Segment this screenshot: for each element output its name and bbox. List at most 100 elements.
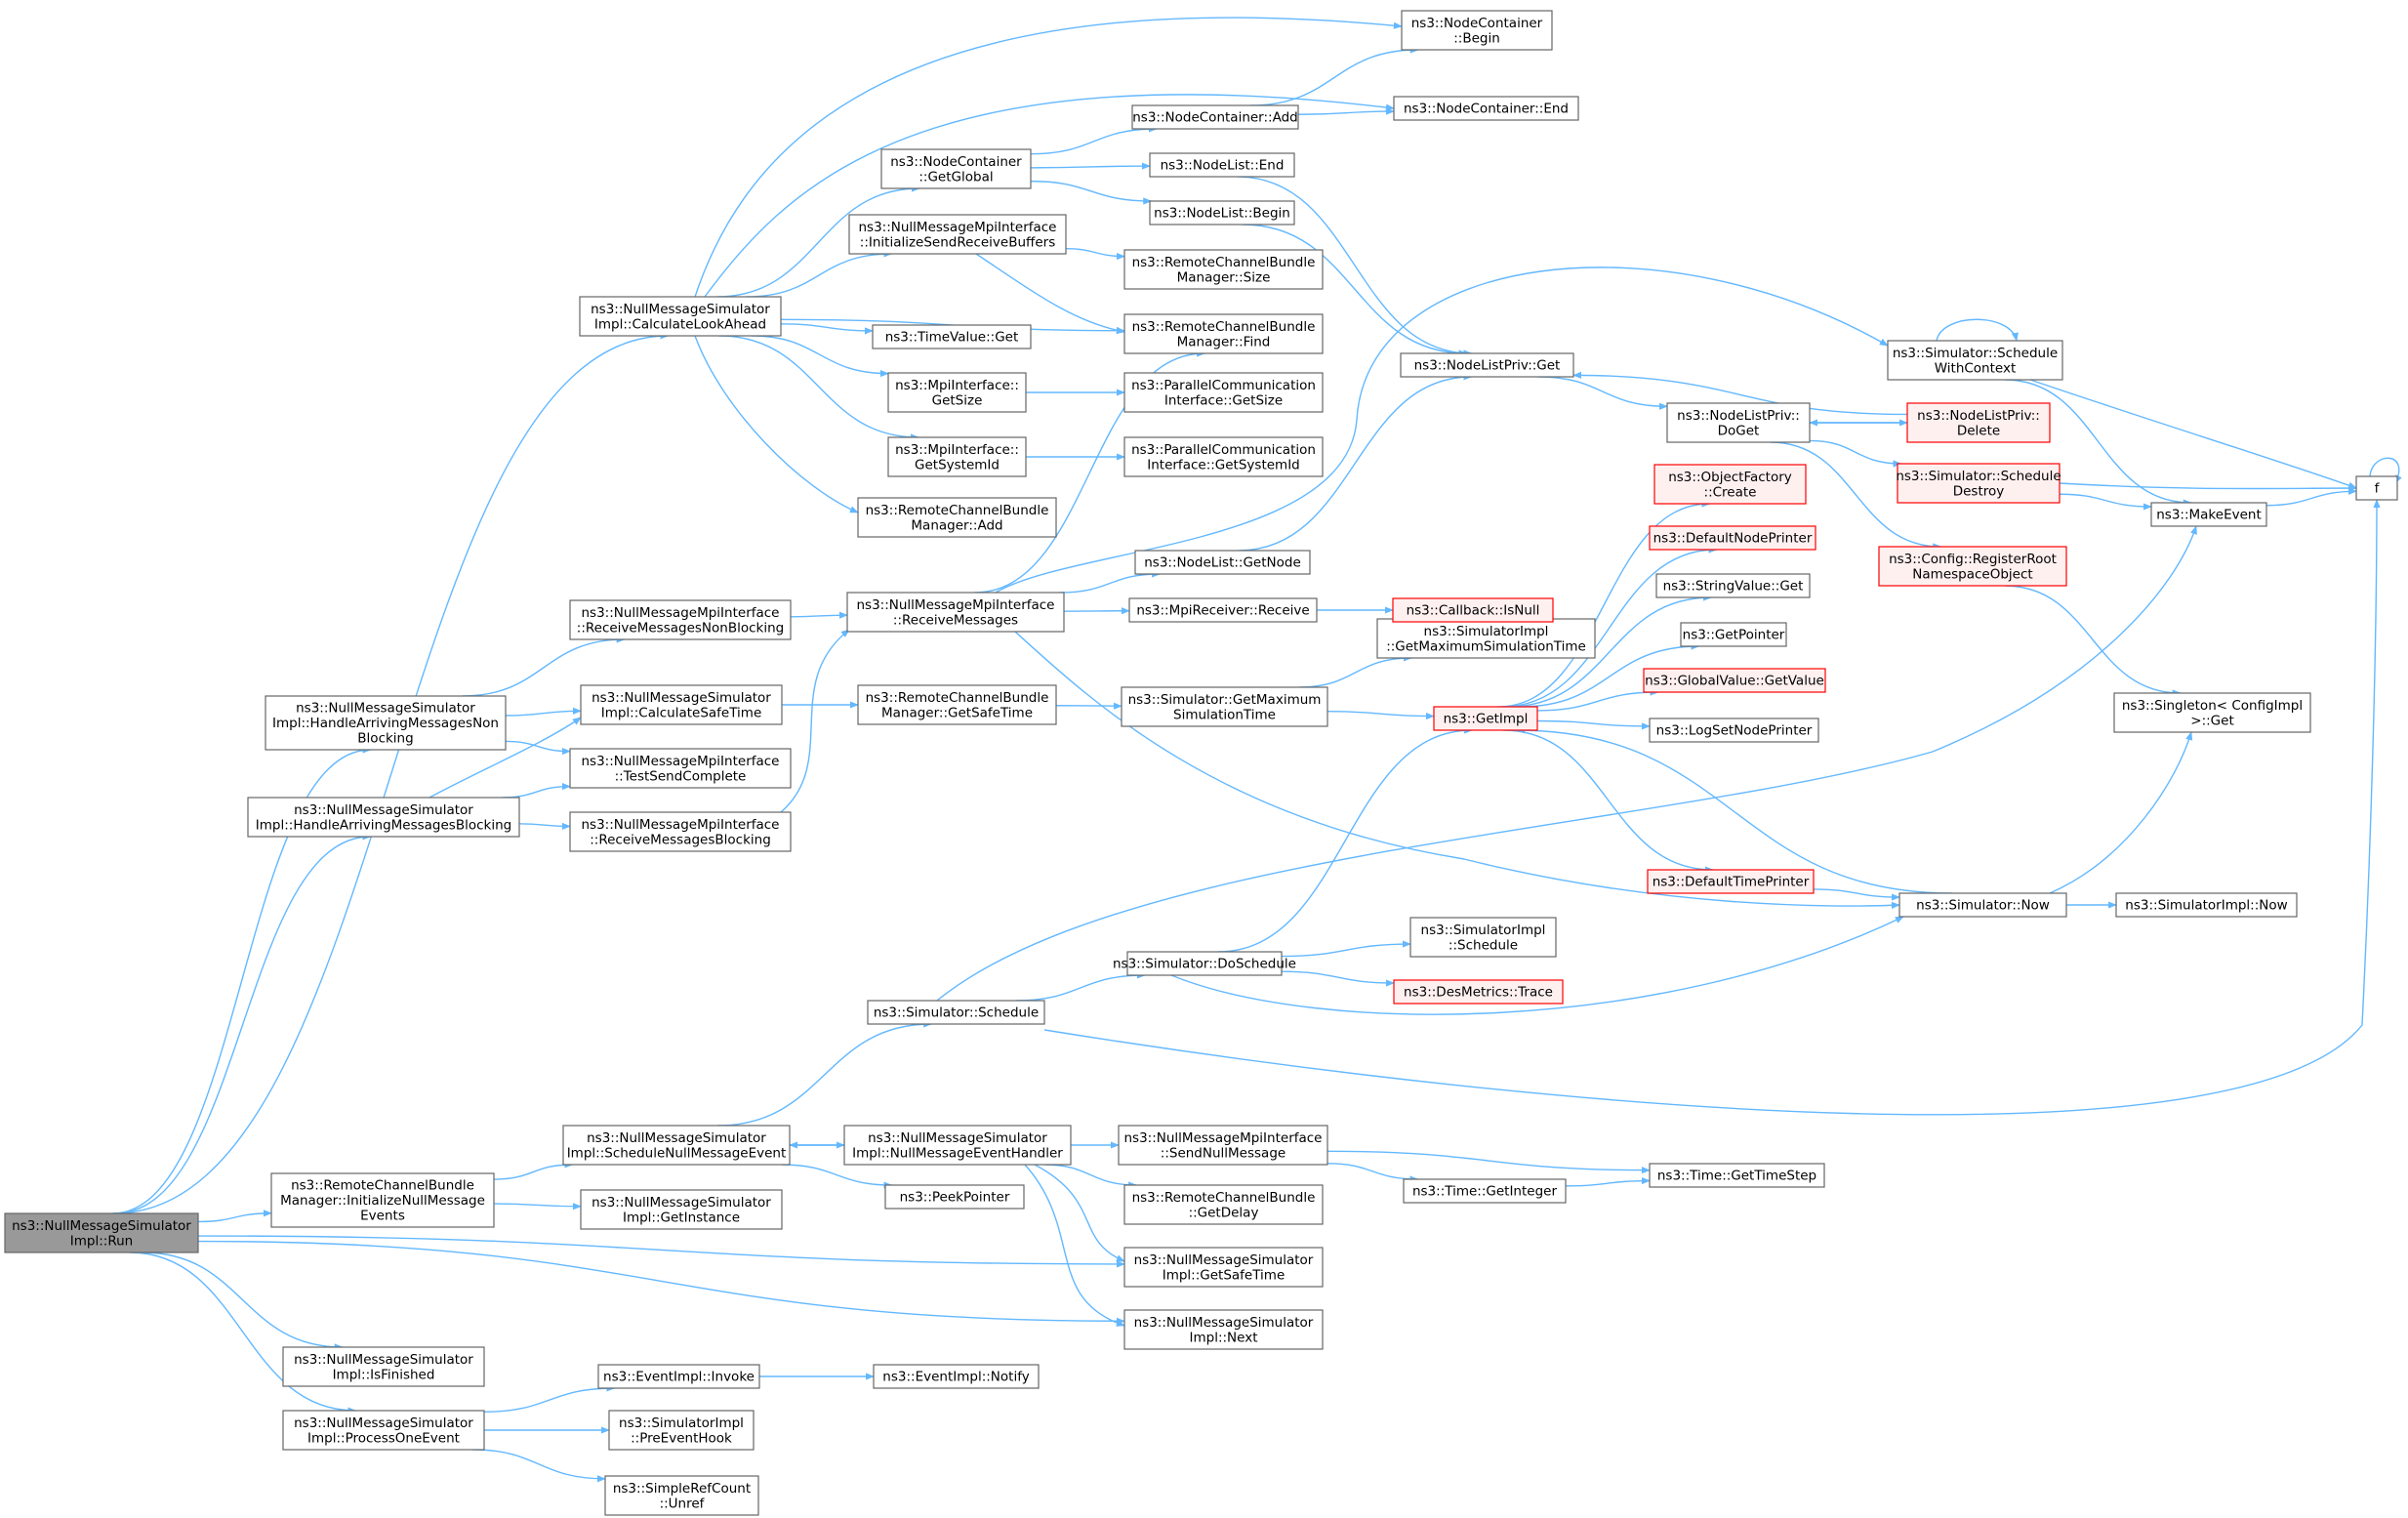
node-src-unref[interactable]: ns3::SimpleRefCount::Unref bbox=[604, 1475, 759, 1516]
node-nlp-get[interactable]: ns3::NodeListPriv::Get bbox=[1400, 352, 1574, 378]
node-getimpl[interactable]: ns3::GetImpl bbox=[1433, 706, 1538, 731]
node-label-line: ns3::NullMessageSimulator bbox=[1134, 1315, 1314, 1331]
node-label-line: Impl::ProcessOneEvent bbox=[307, 1430, 460, 1446]
node-dtp[interactable]: ns3::DefaultTimePrinter bbox=[1647, 869, 1815, 894]
node-calc-la[interactable]: ns3::NullMessageSimulatorImpl::Calculate… bbox=[579, 296, 782, 337]
node-ei-notify[interactable]: ns3::EventImpl::Notify bbox=[873, 1364, 1040, 1389]
node-sim-gmst[interactable]: ns3::Simulator::GetMaximumSimulationTime bbox=[1121, 686, 1328, 727]
edge-calc_la-to-timevalue_get bbox=[780, 323, 874, 335]
node-label-line: ns3::MpiInterface:: bbox=[895, 378, 1019, 393]
node-box bbox=[1393, 96, 1579, 121]
node-desm-trace[interactable]: ns3::DesMetrics::Trace bbox=[1393, 979, 1564, 1005]
node-simimpl-gmst[interactable]: ns3::SimulatorImpl::GetMaximumSimulation… bbox=[1376, 618, 1596, 659]
node-lsnp[interactable]: ns3::LogSetNodePrinter bbox=[1649, 718, 1819, 743]
node-timevalue-get[interactable]: ns3::TimeValue::Get bbox=[872, 324, 1032, 349]
node-label-line: ns3::NullMessageSimulator bbox=[868, 1130, 1047, 1146]
node-box bbox=[1655, 573, 1811, 598]
edge-nmpi_isrb-to-rcbm_size bbox=[1065, 247, 1125, 261]
node-getpointer[interactable]: ns3::GetPointer bbox=[1680, 622, 1787, 647]
node-mpi-getsysid[interactable]: ns3::MpiInterface::GetSystemId bbox=[887, 436, 1027, 477]
node-nl-end[interactable]: ns3::NodeList::End bbox=[1149, 152, 1295, 178]
node-mpir-receive[interactable]: ns3::MpiReceiver::Receive bbox=[1128, 597, 1318, 623]
node-label-line: f bbox=[2375, 481, 2381, 497]
node-label-line: Impl::GetInstance bbox=[623, 1210, 740, 1225]
node-rcb-getdelay[interactable]: ns3::RemoteChannelBundle::GetDelay bbox=[1123, 1184, 1324, 1225]
node-label-line: ::InitializeSendReceiveBuffers bbox=[860, 234, 1055, 250]
node-label-line: ::GetDelay bbox=[1189, 1205, 1259, 1220]
edge-sim_sd-to-makeevent bbox=[2059, 493, 2152, 511]
node-time-gts[interactable]: ns3::Time::GetTimeStep bbox=[1649, 1163, 1825, 1188]
node-geti[interactable]: ns3::NullMessageSimulatorImpl::GetInstan… bbox=[580, 1189, 783, 1230]
node-nmpi-isrb[interactable]: ns3::NullMessageMpiInterface::Initialize… bbox=[848, 214, 1067, 255]
node-box bbox=[1118, 1125, 1328, 1166]
node-nc-end[interactable]: ns3::NodeContainer::End bbox=[1393, 96, 1579, 121]
node-time-gi[interactable]: ns3::Time::GetInteger bbox=[1403, 1178, 1567, 1204]
node-label-line: ns3::MpiInterface:: bbox=[895, 442, 1019, 458]
node-cb-isnull[interactable]: ns3::Callback::IsNull bbox=[1392, 597, 1554, 623]
node-nl-getnode[interactable]: ns3::NodeList::GetNode bbox=[1134, 550, 1311, 575]
node-dnp[interactable]: ns3::DefaultNodePrinter bbox=[1649, 525, 1816, 551]
node-makeevent[interactable]: ns3::MakeEvent bbox=[2150, 502, 2267, 527]
node-sim-schedule[interactable]: ns3::Simulator::Schedule bbox=[867, 1000, 1045, 1025]
node-nc-getglobal[interactable]: ns3::NodeContainer::GetGlobal bbox=[880, 148, 1032, 189]
node-box bbox=[1128, 597, 1318, 623]
node-pci-getsize[interactable]: ns3::ParallelCommunicationInterface::Get… bbox=[1123, 372, 1324, 413]
node-nms-getsafetime[interactable]: ns3::NullMessageSimulatorImpl::GetSafeTi… bbox=[1123, 1247, 1324, 1288]
edge-run-to-nms_next bbox=[197, 1240, 1125, 1325]
node-label-line: ns3::NodeContainer::Add bbox=[1132, 110, 1297, 126]
node-nlp-delete[interactable]: ns3::NodeListPriv::Delete bbox=[1906, 402, 2051, 443]
node-nmpi-rmnb[interactable]: ns3::NullMessageMpiInterface::ReceiveMes… bbox=[569, 599, 792, 640]
node-simimpl-peh[interactable]: ns3::SimulatorImpl::PreEventHook bbox=[608, 1410, 755, 1451]
node-nlp-doget[interactable]: ns3::NodeListPriv::DoGet bbox=[1666, 402, 1811, 443]
node-sim-now[interactable]: ns3::Simulator::Now bbox=[1898, 892, 2067, 918]
node-isfinished[interactable]: ns3::NullMessageSimulatorImpl::IsFinishe… bbox=[282, 1346, 485, 1387]
node-rcbm-inme[interactable]: ns3::RemoteChannelBundleManager::Initial… bbox=[270, 1172, 495, 1228]
node-snme[interactable]: ns3::NullMessageSimulatorImpl::ScheduleN… bbox=[562, 1125, 791, 1166]
node-f[interactable]: f bbox=[2355, 475, 2398, 501]
node-label-line: Delete bbox=[1957, 423, 2000, 438]
node-nmpi-rm[interactable]: ns3::NullMessageMpiInterface::ReceiveMes… bbox=[846, 592, 1065, 633]
node-label-line: ns3::NullMessageSimulator bbox=[592, 1195, 771, 1210]
node-simimpl-schedule[interactable]: ns3::SimulatorImpl::Schedule bbox=[1409, 917, 1557, 958]
node-box bbox=[282, 1410, 485, 1451]
node-calc-st[interactable]: ns3::NullMessageSimulatorImpl::Calculate… bbox=[580, 684, 783, 725]
node-rcbm-gst[interactable]: ns3::RemoteChannelBundleManager::GetSafe… bbox=[857, 684, 1057, 725]
node-nl-begin[interactable]: ns3::NodeList::Begin bbox=[1149, 200, 1295, 226]
node-of-create[interactable]: ns3::ObjectFactory::Create bbox=[1653, 464, 1807, 505]
node-label-line: ns3::NodeList::Begin bbox=[1154, 206, 1290, 222]
node-poe[interactable]: ns3::NullMessageSimulatorImpl::ProcessOn… bbox=[282, 1410, 485, 1451]
node-box bbox=[604, 1475, 759, 1516]
node-singleton-get[interactable]: ns3::Singleton< ConfigImpl >::Get bbox=[2113, 692, 2311, 733]
node-nmpi-rmb[interactable]: ns3::NullMessageMpiInterface::ReceiveMes… bbox=[569, 811, 792, 852]
node-pci-getsysid[interactable]: ns3::ParallelCommunicationInterface::Get… bbox=[1123, 436, 1324, 477]
node-nc-begin[interactable]: ns3::NodeContainer::Begin bbox=[1401, 10, 1553, 51]
node-sv-get[interactable]: ns3::StringValue::Get bbox=[1655, 573, 1811, 598]
node-ei-invoke[interactable]: ns3::EventImpl::Invoke bbox=[597, 1364, 760, 1389]
node-hamnb[interactable]: ns3::NullMessageSimulatorImpl::HandleArr… bbox=[265, 695, 507, 751]
node-label-line: ns3::SimpleRefCount bbox=[613, 1481, 751, 1497]
node-mpi-getsize[interactable]: ns3::MpiInterface::GetSize bbox=[887, 372, 1027, 413]
node-nc-add[interactable]: ns3::NodeContainer::Add bbox=[1131, 104, 1299, 130]
node-peekpointer[interactable]: ns3::PeekPointer bbox=[884, 1184, 1025, 1210]
node-sim-doschedule[interactable]: ns3::Simulator::DoSchedule bbox=[1113, 951, 1296, 976]
node-nmeh[interactable]: ns3::NullMessageSimulatorImpl::NullMessa… bbox=[843, 1125, 1072, 1166]
node-simimpl-now[interactable]: ns3::SimulatorImpl::Now bbox=[2115, 892, 2298, 918]
node-nmpi-snm[interactable]: ns3::NullMessageMpiInterface::SendNullMe… bbox=[1118, 1125, 1328, 1166]
node-box bbox=[846, 592, 1065, 633]
node-nmpi-tsc[interactable]: ns3::NullMessageMpiInterface::TestSendCo… bbox=[569, 748, 792, 789]
node-label-line: ::GetMaximumSimulationTime bbox=[1386, 638, 1586, 654]
edge-getimpl-to-of_create bbox=[1497, 500, 1711, 708]
node-hamb[interactable]: ns3::NullMessageSimulatorImpl::HandleArr… bbox=[247, 797, 520, 838]
node-gv-getvalue[interactable]: ns3::GlobalValue::GetValue bbox=[1643, 668, 1826, 693]
node-label-line: ns3::RemoteChannelBundle bbox=[1132, 1190, 1316, 1206]
node-label-line: ns3::RemoteChannelBundle bbox=[866, 690, 1049, 706]
